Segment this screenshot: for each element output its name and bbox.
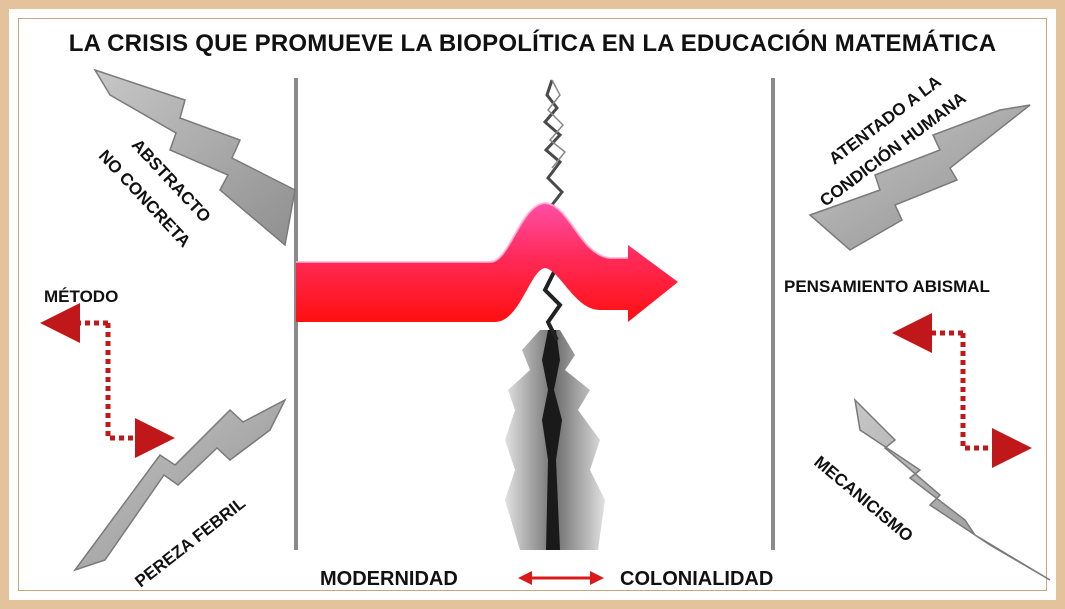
diagram-title: LA CRISIS QUE PROMUEVE LA BIOPOLÍTICA EN…	[68, 30, 997, 57]
lightning-bolt-icon	[72, 398, 287, 572]
lightning-bolt-icon	[808, 104, 1031, 251]
dotted-double-arrow-icon	[40, 303, 175, 458]
inner-frame	[18, 18, 1047, 591]
crack-icon	[505, 269, 605, 550]
label-pensamiento-abismal: PENSAMIENTO ABISMAL	[784, 277, 990, 296]
dotted-double-arrow-icon	[892, 313, 1032, 468]
label-metodo: MÉTODO	[44, 287, 119, 306]
wave-arrow-icon	[296, 201, 678, 322]
double-headed-arrow-icon	[518, 571, 604, 585]
label-modernidad: MODERNIDAD	[320, 568, 458, 590]
lightning-bolt-icon	[93, 68, 296, 247]
label-colonialidad: COLONIALIDAD	[620, 568, 774, 590]
lightning-bolt-icon	[853, 397, 1051, 581]
